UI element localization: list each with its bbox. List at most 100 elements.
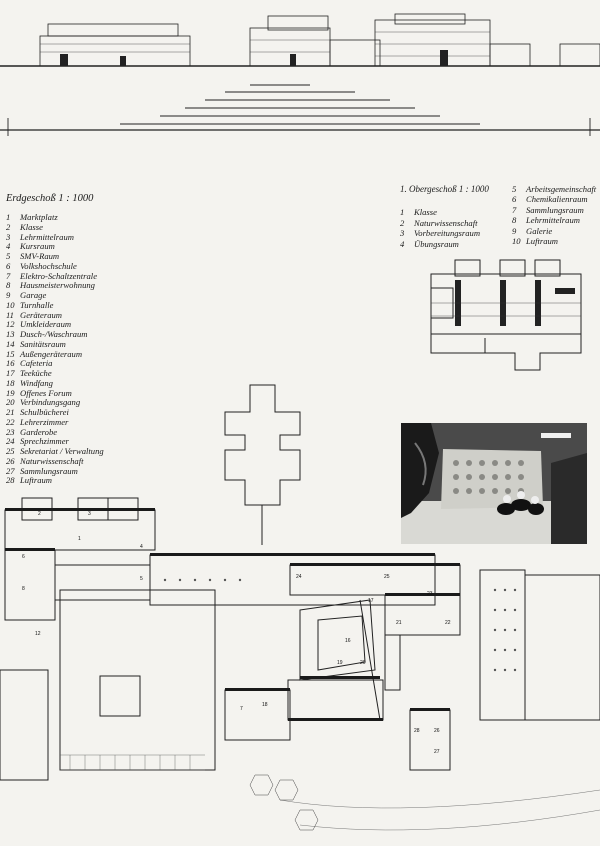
legend-row: 7 Elektro-Schaltzentrale: [6, 270, 176, 282]
plan-label: 19: [337, 660, 343, 666]
room-number: 26: [6, 455, 15, 466]
room-label: Außengeräteraum: [20, 348, 83, 359]
room-label: Sanitätsraum: [20, 338, 66, 349]
plan-label: 23: [427, 591, 433, 597]
plan-label: 7: [240, 706, 243, 712]
plan-label: 5: [140, 576, 143, 582]
room-number: 4: [400, 238, 405, 249]
room-label: Umkleideraum: [20, 319, 72, 330]
room-label: Lehrmittelraum: [526, 215, 580, 226]
room-label: Sprechzimmer: [20, 436, 69, 447]
room-number: 7: [6, 270, 11, 281]
plan-label: 2: [38, 511, 41, 517]
section-drawing: [0, 80, 600, 142]
room-number: 9: [6, 290, 11, 300]
room-number: 16: [6, 358, 15, 369]
legend-row: 11 Geräteraum: [6, 309, 176, 321]
room-number: 24: [6, 436, 15, 447]
room-number: 6: [512, 194, 517, 205]
room-number: 23: [6, 426, 15, 437]
room-label: Arbeitsgemeinschaft: [526, 184, 597, 194]
elevation-drawing: [0, 10, 600, 72]
legend-row: 4 Übungsraum: [400, 239, 512, 249]
room-number: 17: [6, 368, 15, 378]
plan-label: 27: [434, 749, 440, 755]
room-number: 1: [400, 207, 405, 218]
room-label: Klasse: [20, 221, 43, 232]
room-label: Galerie: [526, 225, 553, 236]
room-label: Chemikalienraum: [526, 194, 588, 205]
plan-label: 22: [445, 620, 451, 626]
plan-label: 24: [296, 574, 302, 580]
room-label: Volkshochschule: [20, 260, 77, 271]
room-label: Geräteraum: [20, 309, 63, 320]
ground-floor-title: Erdgeschoß 1 : 1000: [6, 193, 94, 204]
room-number: 20: [6, 397, 15, 408]
room-label: Dusch-/Waschraum: [20, 329, 88, 339]
room-number: 6: [6, 260, 11, 271]
room-number: 11: [6, 309, 14, 320]
room-number: 19: [6, 387, 15, 398]
room-label: Teeküche: [20, 368, 52, 378]
room-label: Luftraum: [20, 475, 52, 486]
room-label: Sammlungsraum: [20, 465, 78, 476]
plan-label: 1: [78, 536, 81, 542]
room-number: 14: [6, 338, 15, 349]
room-number: 8: [6, 280, 11, 291]
room-label: Elektro-Schaltzentrale: [20, 270, 98, 281]
room-number: 22: [6, 416, 15, 427]
plan-label: 3: [88, 511, 91, 517]
room-label: Vorbereitungsraum: [414, 228, 481, 239]
room-label: Luftraum: [526, 236, 558, 247]
room-number: 9: [512, 225, 517, 236]
plan-label: 8: [22, 586, 25, 592]
room-number: 3: [400, 228, 405, 239]
room-label: Cafeteria: [20, 358, 53, 369]
legend-row: 8 Lehrmittelraum: [512, 215, 596, 225]
plan-label: 25: [384, 574, 390, 580]
plan-label: 28: [414, 728, 420, 734]
legend-row: 26 Naturwissenschaft: [6, 455, 176, 467]
room-number: 21: [6, 407, 15, 417]
plan-label: 17: [368, 598, 374, 604]
room-label: Klasse: [414, 207, 437, 218]
room-number: 8: [512, 215, 517, 226]
room-number: 2: [400, 217, 405, 228]
plan-label: 26: [434, 728, 440, 734]
room-label: Windfang: [20, 377, 53, 388]
legend-row: 9 Galerie: [512, 226, 596, 236]
room-label: Verbindungsgang: [20, 397, 81, 408]
legend-row: 16 Cafeteria: [6, 358, 176, 369]
room-number: 3: [6, 231, 11, 242]
room-number: 7: [512, 204, 517, 215]
room-label: Marktplatz: [20, 212, 58, 222]
room-label: Übungsraum: [414, 238, 459, 249]
room-label: Naturwissenschaft: [20, 455, 84, 466]
legend-row: 14 Sanitätsraum: [6, 338, 176, 350]
legend-row: 6 Volkshochschule: [6, 260, 176, 272]
legend-row: 17 Teeküche: [6, 368, 176, 379]
plan-label: 12: [35, 631, 41, 637]
